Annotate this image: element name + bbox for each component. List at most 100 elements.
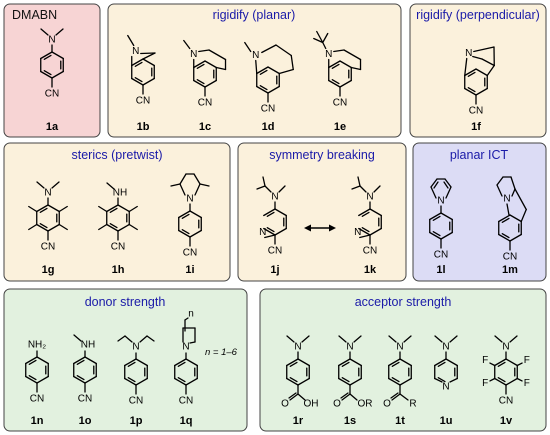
- molecule-1p: CNN: [117, 335, 155, 407]
- equilibrium-arrow: [304, 224, 336, 232]
- ring-n-label: N: [259, 227, 266, 238]
- cn-label: CN: [45, 89, 59, 100]
- nh2-label: NH₂: [28, 340, 46, 351]
- panel-sterics: [3, 142, 231, 282]
- compound-label-1c: 1c: [199, 121, 211, 133]
- cn-label: CN: [469, 106, 483, 117]
- n-label: N: [190, 49, 197, 60]
- n-label: N: [396, 342, 403, 353]
- panel-title-planar-ict: planar ICT: [450, 148, 509, 162]
- ring-n-label: N: [354, 227, 361, 238]
- n-label: N: [437, 196, 444, 207]
- molecule-1o: CN NH: [73, 334, 97, 405]
- cn-label: CN: [30, 394, 44, 405]
- cn-label: CN: [333, 98, 347, 109]
- molecule-1b: CN N: [127, 34, 156, 107]
- panel-title-rigidify-perpendicular: rigidify (perpendicular): [416, 8, 540, 22]
- molecule-1n: CN NH₂: [25, 340, 49, 405]
- compound-label-1l: 1l: [436, 264, 445, 276]
- fluorine-label: F: [524, 378, 530, 389]
- compound-label-1a: 1a: [46, 121, 59, 133]
- molecule-1d: CN N: [244, 41, 294, 115]
- oh-label: OH: [304, 399, 319, 410]
- nh-label: NH: [81, 340, 95, 351]
- n-label: N: [44, 188, 51, 199]
- molecule-1c: CN N: [183, 39, 227, 109]
- n-label: N: [186, 194, 193, 205]
- cn-label: CN: [499, 396, 513, 407]
- n-label: N: [503, 194, 510, 205]
- compound-label-1o: 1o: [79, 415, 92, 427]
- cn-label: CN: [78, 394, 92, 405]
- n-label: N: [294, 342, 301, 353]
- molecule-1a: CN N: [40, 28, 64, 100]
- o-label: O: [333, 399, 341, 410]
- cn-label: CN: [129, 396, 143, 407]
- molecule-1f: CNN: [464, 46, 495, 117]
- cn-label: CN: [136, 96, 150, 107]
- cn-label: CN: [111, 242, 125, 253]
- n-label: N: [132, 46, 139, 57]
- cn-label: CN: [183, 248, 197, 259]
- molecule-1h: CN NH: [98, 182, 138, 253]
- compound-label-1s: 1s: [344, 415, 356, 427]
- ring-n-label: N: [442, 382, 449, 393]
- cn-label: CN: [179, 396, 193, 407]
- panel-symmetry: [237, 142, 407, 282]
- molecule-1u: NN: [434, 335, 458, 393]
- molecule-1q: CN Nn: [174, 309, 198, 407]
- panel-title-rigidify-planar: rigidify (planar): [213, 8, 296, 22]
- ring-size-annotation: n = 1–6: [205, 347, 238, 358]
- compound-label-1h: 1h: [112, 264, 125, 276]
- compound-label-1j: 1j: [270, 264, 279, 276]
- n-label: N: [366, 192, 373, 203]
- n-label: N: [182, 342, 189, 353]
- fluorine-label: F: [524, 355, 530, 366]
- molecule-1i: CN N: [170, 173, 210, 259]
- compound-label-1u: 1u: [440, 415, 453, 427]
- compound-label-1e: 1e: [334, 121, 346, 133]
- panel-rigidify-planar: [107, 3, 402, 138]
- cn-label: CN: [41, 242, 55, 253]
- n-label: N: [252, 50, 259, 61]
- compound-label-1m: 1m: [502, 264, 518, 276]
- compound-label-1b: 1b: [137, 121, 150, 133]
- compound-label-1v: 1v: [500, 415, 513, 427]
- cn-label: CN: [268, 246, 282, 257]
- compound-label-1p: 1p: [130, 415, 143, 427]
- compound-label-1f: 1f: [471, 121, 481, 133]
- panel-title-sterics: sterics (pretwist): [72, 148, 163, 162]
- panel-title-acceptor: acceptor strength: [355, 295, 452, 309]
- r-label: R: [409, 399, 416, 410]
- o-label: O: [281, 399, 289, 410]
- cn-label: CN: [198, 98, 212, 109]
- compound-label-1d: 1d: [262, 121, 275, 133]
- panel-title-donor: donor strength: [85, 295, 166, 309]
- fluorine-label: F: [482, 355, 488, 366]
- compound-label-1q: 1q: [180, 415, 193, 427]
- cn-label: CN: [261, 104, 275, 115]
- n-label: N: [325, 49, 332, 60]
- compound-label-1n: 1n: [31, 415, 44, 427]
- fluorine-label: F: [482, 378, 488, 389]
- molecule-1g: CN N: [28, 181, 68, 253]
- n-label: N: [502, 342, 509, 353]
- compound-label-1i: 1i: [185, 264, 194, 276]
- panel-title-symmetry: symmetry breaking: [269, 148, 375, 162]
- n-label: N: [48, 35, 55, 46]
- compound-label-1t: 1t: [395, 415, 405, 427]
- molecule-1e: CN N: [313, 30, 362, 109]
- panel-planar-ict: [412, 142, 547, 282]
- compound-label-1r: 1r: [293, 415, 304, 427]
- panel-title-dmabn: DMABN: [12, 8, 57, 22]
- n-subscript-label: n: [188, 309, 194, 320]
- n-label: N: [346, 342, 353, 353]
- molecule-1l: CNN: [429, 178, 453, 261]
- nh-label: NH: [113, 188, 127, 199]
- molecule-1v: CN N F F F F: [482, 335, 530, 407]
